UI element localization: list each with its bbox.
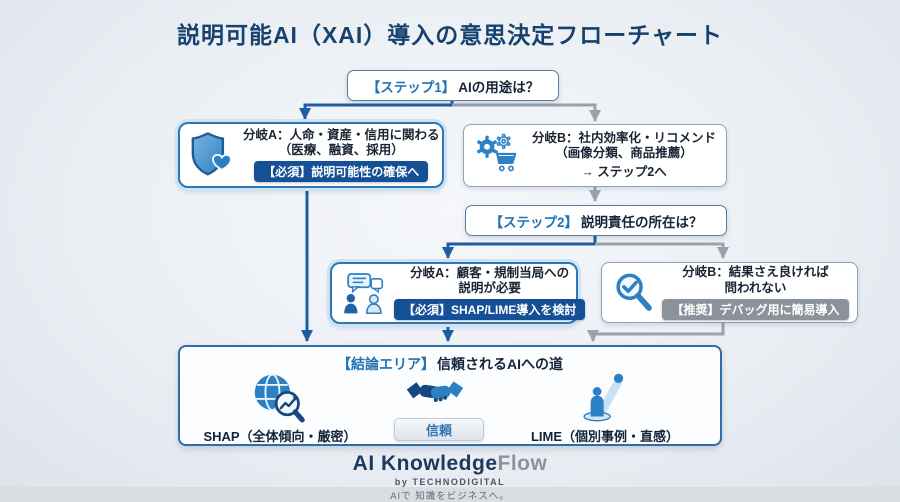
gears-cart-icon <box>474 133 524 179</box>
branch-a2-box: 分岐A：顧客・規制当局への 説明が必要 【必須】SHAP/LIME導入を検討 <box>330 262 586 324</box>
branch-a1-line1: 分岐A：人命・資産・信用に関わる <box>243 127 440 142</box>
branch-b2-line2: 問われない <box>724 280 787 295</box>
brand-tagline: AIで 知識をビジネスへ。 <box>0 487 900 502</box>
branch-b2-line1: 分岐B：結果さえ良ければ <box>682 265 829 280</box>
branch-a1-box: 分岐A：人命・資産・信用に関わる （医療、融資、採用） 【必須】説明可能性の確保… <box>178 122 444 188</box>
conclusion-heading: 信頼されるAIへの道 <box>437 356 563 372</box>
branch-b1-line3: → ステップ2へ <box>581 165 667 180</box>
branch-a2-line2: 説明が必要 <box>458 281 521 295</box>
step2-tag: 【ステップ2】 <box>489 214 578 230</box>
page-title: 説明可能AI（XAI）導入の意思決定フローチャート <box>176 22 724 48</box>
lime-label: LIME（個別事例・直感） <box>530 429 680 444</box>
conclusion-tag: 【結論エリア】 <box>337 356 435 372</box>
step2-box: 【ステップ2】 説明責任の所在は？ <box>465 205 727 236</box>
branch-b2-badge: 【推奨】デバッグ用に簡易導入 <box>662 298 849 320</box>
handshake-icon <box>406 377 464 415</box>
branch-a1-badge: 【必須】説明可能性の確保へ <box>254 161 429 183</box>
shap-label: SHAP（全体傾向・厳密） <box>203 429 357 444</box>
step1-box: 【ステップ1】 AIの用途は？ <box>347 70 559 101</box>
brand-logo: AI KnowledgeFlow <box>0 452 900 476</box>
branch-b1-line2: （画像分類、商品推薦） <box>555 145 693 160</box>
branch-a2-line1: 分岐A：顧客・規制当局への <box>410 265 570 280</box>
step2-question: 説明責任の所在は？ <box>581 214 703 230</box>
branch-b1-line1: 分岐B：社内効率化・リコメンド <box>531 130 717 145</box>
step1-tag: 【ステップ1】 <box>366 79 456 95</box>
branch-b2-box: 分岐B：結果さえ良ければ 問われない 【推奨】デバッグ用に簡易導入 <box>601 262 858 323</box>
brand-primary: AI Knowledge <box>352 452 498 475</box>
shield-heart-icon <box>190 130 237 180</box>
branch-a1-line2: （医療、融資、採用） <box>278 143 404 157</box>
conclusion-box: 【結論エリア】信頼されるAIへの道 SHAP（全体傾向・厳密） <box>178 345 722 446</box>
person-spotlight-icon <box>572 368 626 431</box>
globe-search-icon <box>248 371 308 430</box>
chat-people-icon <box>342 272 388 314</box>
trust-badge: 信頼 <box>394 418 484 441</box>
brand-byline: by TECHNODIGITAL <box>394 477 506 487</box>
magnifier-check-icon <box>612 271 656 315</box>
conclusion-title: 【結論エリア】信頼されるAIへの道 <box>180 354 720 374</box>
branch-b1-box: 分岐B：社内効率化・リコメンド （画像分類、商品推薦） → ステップ2へ <box>463 124 727 187</box>
brand-secondary: Flow <box>497 452 548 475</box>
step1-question: AIの用途は？ <box>458 79 540 95</box>
branch-a2-badge: 【必須】SHAP/LIME導入を検討 <box>394 299 586 321</box>
